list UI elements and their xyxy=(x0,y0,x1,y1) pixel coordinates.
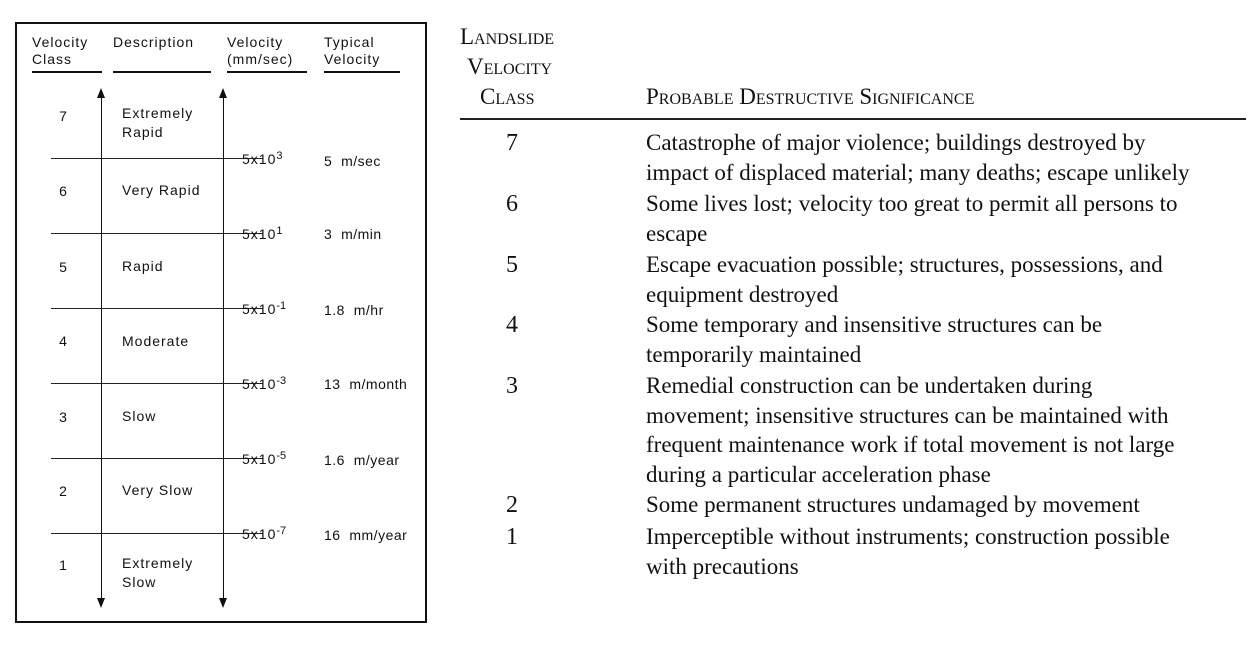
row-significance-text: Escape evacuation possible; structures, … xyxy=(646,252,1163,307)
arrow-down-icon xyxy=(97,598,105,608)
header-underline xyxy=(113,71,211,73)
arrow-up-icon xyxy=(219,88,227,98)
row-class-number: 7 xyxy=(506,130,518,156)
arrow-down-icon xyxy=(219,598,227,608)
typical-velocity: 1.6 m/year xyxy=(324,452,400,468)
header-velocity-mm-sec: Velocity (mm/sec) xyxy=(227,34,294,67)
arrow-up-icon xyxy=(97,88,105,98)
class-description: Extremely Slow xyxy=(122,555,194,590)
velocity-threshold: 5x10-3 xyxy=(242,375,287,392)
velocity-threshold: 5x101 xyxy=(242,225,283,242)
class-number: 2 xyxy=(59,483,67,499)
velocity-threshold: 5x10-5 xyxy=(242,450,287,467)
velocity-axis-line xyxy=(223,96,224,598)
velocity-threshold: 5x10-1 xyxy=(242,300,287,317)
class-description: Very Slow xyxy=(122,482,194,498)
header-velocity-class: Velocity Class xyxy=(32,34,89,67)
header-class: Class xyxy=(480,84,535,109)
typical-velocity: 13 m/month xyxy=(324,376,408,392)
row-significance-text: Some temporary and insensitive structure… xyxy=(646,312,1103,367)
class-number: 4 xyxy=(59,333,67,349)
header-significance: Probable Destructive Significance xyxy=(646,84,975,109)
header-underline xyxy=(324,71,400,73)
row-significance-text: Catastrophe of major violence; buildings… xyxy=(646,130,1190,185)
header-rule xyxy=(460,118,1246,120)
row-class-number: 1 xyxy=(506,524,518,550)
class-axis-line xyxy=(101,96,102,598)
velocity-threshold: 5x103 xyxy=(242,150,283,167)
row-class-number: 2 xyxy=(506,492,518,518)
class-number: 6 xyxy=(59,183,67,199)
velocity-threshold: 5x10-7 xyxy=(242,525,287,542)
row-class-number: 5 xyxy=(506,252,518,278)
header-typical-velocity: Typical Velocity xyxy=(324,34,381,67)
class-description: Moderate xyxy=(122,333,190,349)
class-separator xyxy=(51,233,263,234)
typical-velocity: 5 m/sec xyxy=(324,153,381,169)
class-separator xyxy=(51,383,263,384)
class-description: Slow xyxy=(122,408,157,424)
velocity-scale-figure: Velocity Class Description Velocity (mm/… xyxy=(15,22,427,623)
class-separator xyxy=(51,158,263,159)
class-number: 7 xyxy=(59,108,67,124)
row-significance-text: Some lives lost; velocity too great to p… xyxy=(646,191,1178,246)
typical-velocity: 3 m/min xyxy=(324,226,382,242)
row-significance-text: Remedial construction can be undertaken … xyxy=(646,373,1175,487)
row-class-number: 3 xyxy=(506,373,518,399)
row-class-number: 6 xyxy=(506,191,518,217)
class-description: Rapid xyxy=(122,258,164,274)
row-significance-text: Imperceptible without instruments; const… xyxy=(646,524,1170,579)
row-significance-text: Some permanent structures undamaged by m… xyxy=(646,492,1140,517)
header-velocity: Velocity xyxy=(467,54,553,79)
header-underline xyxy=(227,71,307,73)
header-description: Description xyxy=(113,34,195,50)
class-number: 3 xyxy=(59,409,67,425)
header-underline xyxy=(32,71,102,73)
typical-velocity: 1.8 m/hr xyxy=(324,302,384,318)
class-separator xyxy=(51,308,263,309)
class-description: Very Rapid xyxy=(122,182,201,198)
class-separator xyxy=(51,533,263,534)
class-number: 1 xyxy=(59,557,67,573)
typical-velocity: 16 mm/year xyxy=(324,527,408,543)
header-landslide: Landslide xyxy=(460,24,555,49)
class-description: Extremely Rapid xyxy=(122,105,194,140)
row-class-number: 4 xyxy=(506,312,518,338)
class-number: 5 xyxy=(59,259,67,275)
class-separator xyxy=(51,458,263,459)
